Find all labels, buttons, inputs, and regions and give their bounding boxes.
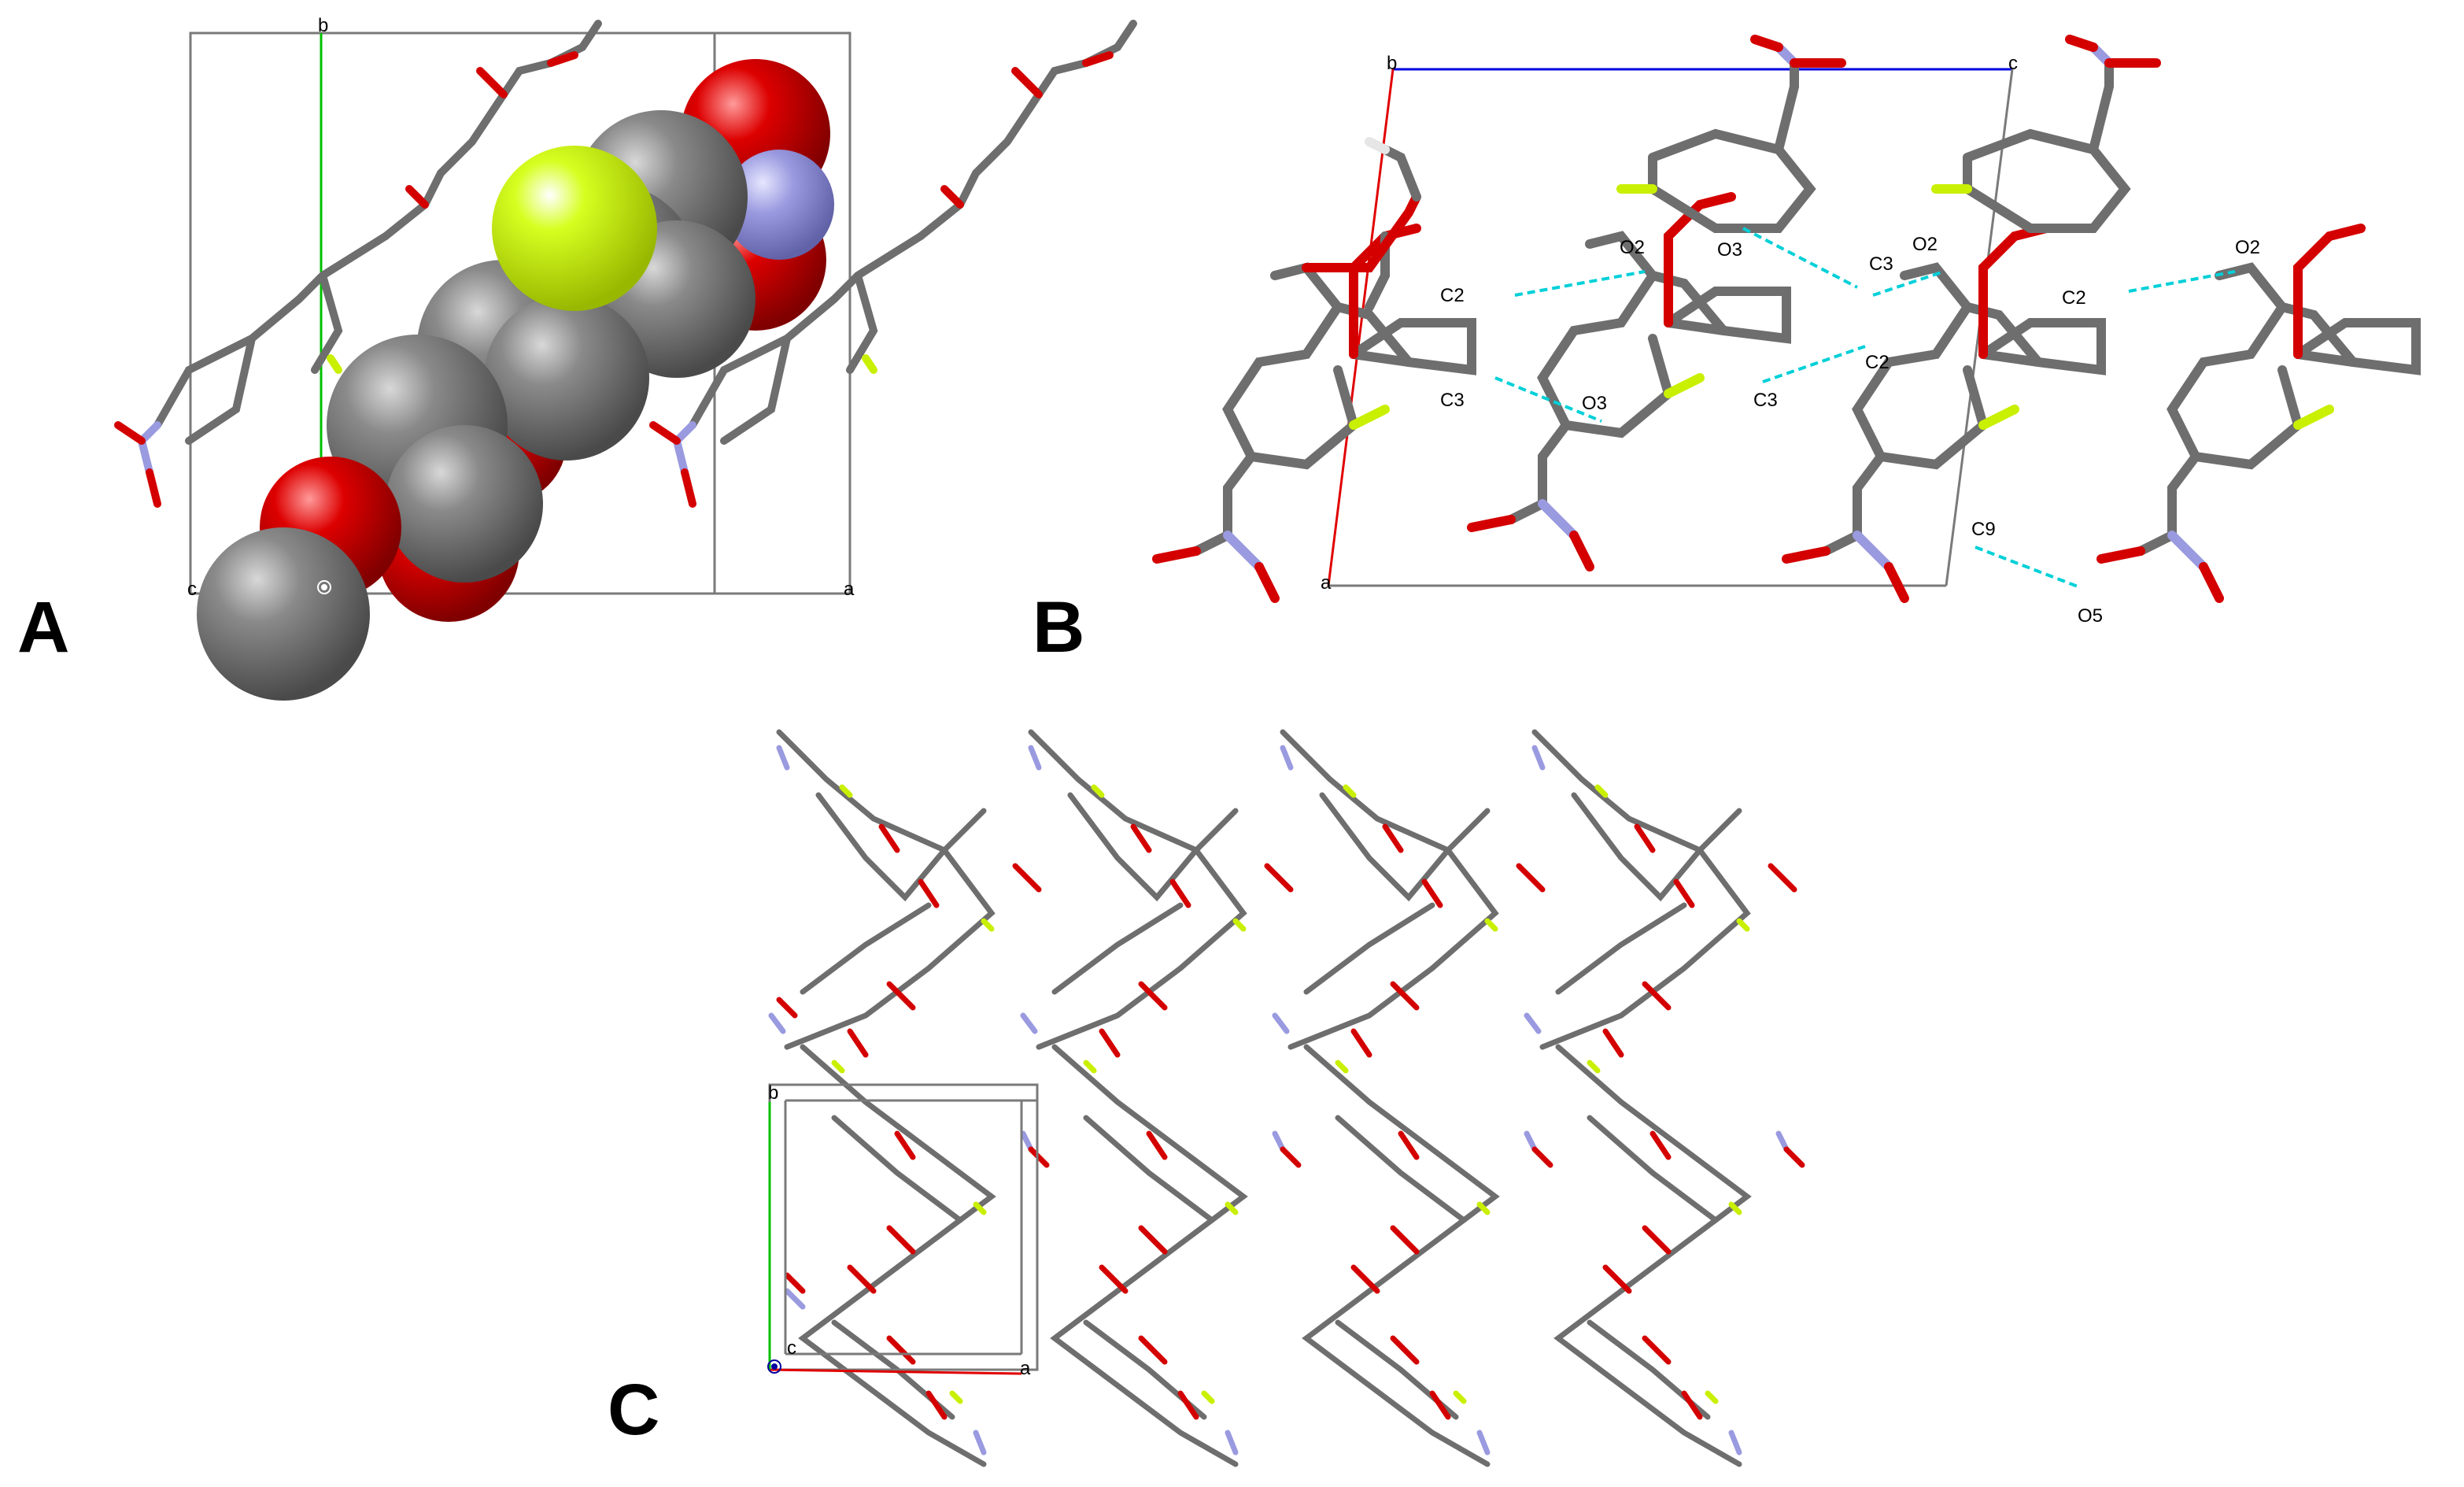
panel-c-layer-1 bbox=[768, 729, 1050, 1467]
atom-label-o3-a: O3 bbox=[1717, 239, 1742, 261]
panel-c-origin-marker bbox=[767, 1359, 781, 1374]
atom-label-o3-b: O3 bbox=[1582, 393, 1607, 414]
panel-a-axis-label-a: a bbox=[844, 579, 855, 600]
panel-b-molecule-2 bbox=[1467, 192, 1791, 571]
atom-label-c2-b: C2 bbox=[2062, 287, 2086, 309]
panel-b-letter: B bbox=[1033, 587, 1084, 668]
panel-a-stick-molecule-right bbox=[649, 20, 1137, 508]
panel-b-atom-labels: O2 O3 C3 O2 O2 C2 C2 C3 O3 C3 C2 C2 C9 O… bbox=[1440, 234, 2260, 627]
panel-c-layer-2 bbox=[1020, 729, 1302, 1467]
panel-b-axis-label-c: c bbox=[2008, 53, 2018, 74]
panel-c-unit-cell bbox=[768, 1083, 1039, 1375]
panel-b-axis-label-a: a bbox=[1321, 572, 1332, 594]
panel-b-axis-label-b: b bbox=[1387, 53, 1397, 74]
panel-c-axis-label-a: a bbox=[1020, 1358, 1031, 1379]
panel-b-molecule-4 bbox=[2096, 224, 2421, 603]
panel-a-space-filling-molecule bbox=[197, 59, 834, 701]
panel-a-axis-label-c: c bbox=[187, 579, 197, 600]
panel-c-layer-3 bbox=[1272, 729, 1553, 1467]
panel-a-origin-marker bbox=[317, 580, 331, 594]
atom-label-o2-a: O2 bbox=[1620, 237, 1645, 258]
panel-b-molecule-1 bbox=[1152, 137, 1476, 603]
panel-b-molecule-3 bbox=[1782, 224, 2106, 603]
panel-c: b c a C bbox=[608, 729, 1805, 1467]
panel-c-axis-label-b: b bbox=[768, 1082, 778, 1104]
atom-label-c3-b: C3 bbox=[1440, 390, 1465, 411]
panel-c-letter: C bbox=[608, 1370, 659, 1450]
panel-a-axis-label-b: b bbox=[318, 15, 328, 36]
atom-label-o2-b: O2 bbox=[1912, 234, 1938, 255]
panel-c-axis-label-c: c bbox=[787, 1337, 796, 1359]
panel-b: b c a bbox=[1033, 35, 2421, 668]
panel-a-letter: A bbox=[17, 587, 69, 668]
atom-label-o5: O5 bbox=[2078, 605, 2103, 627]
panel-a-stick-molecule-left bbox=[114, 20, 602, 508]
atom-label-c2-c: C2 bbox=[1865, 352, 1890, 373]
atom-label-o2-c: O2 bbox=[2235, 237, 2260, 258]
panel-b-upper-molecules bbox=[1616, 35, 2161, 233]
atom-label-c9: C9 bbox=[1971, 519, 1996, 540]
atom-label-c3-c: C3 bbox=[1753, 390, 1778, 411]
atom-label-c2-a: C2 bbox=[1440, 285, 1465, 306]
panel-b-hydrogen-bonds bbox=[1494, 227, 2236, 588]
atom-label-c3-a: C3 bbox=[1869, 253, 1893, 275]
panel-c-layer-4 bbox=[1524, 729, 1805, 1467]
panel-a: b a c bbox=[17, 15, 1137, 701]
